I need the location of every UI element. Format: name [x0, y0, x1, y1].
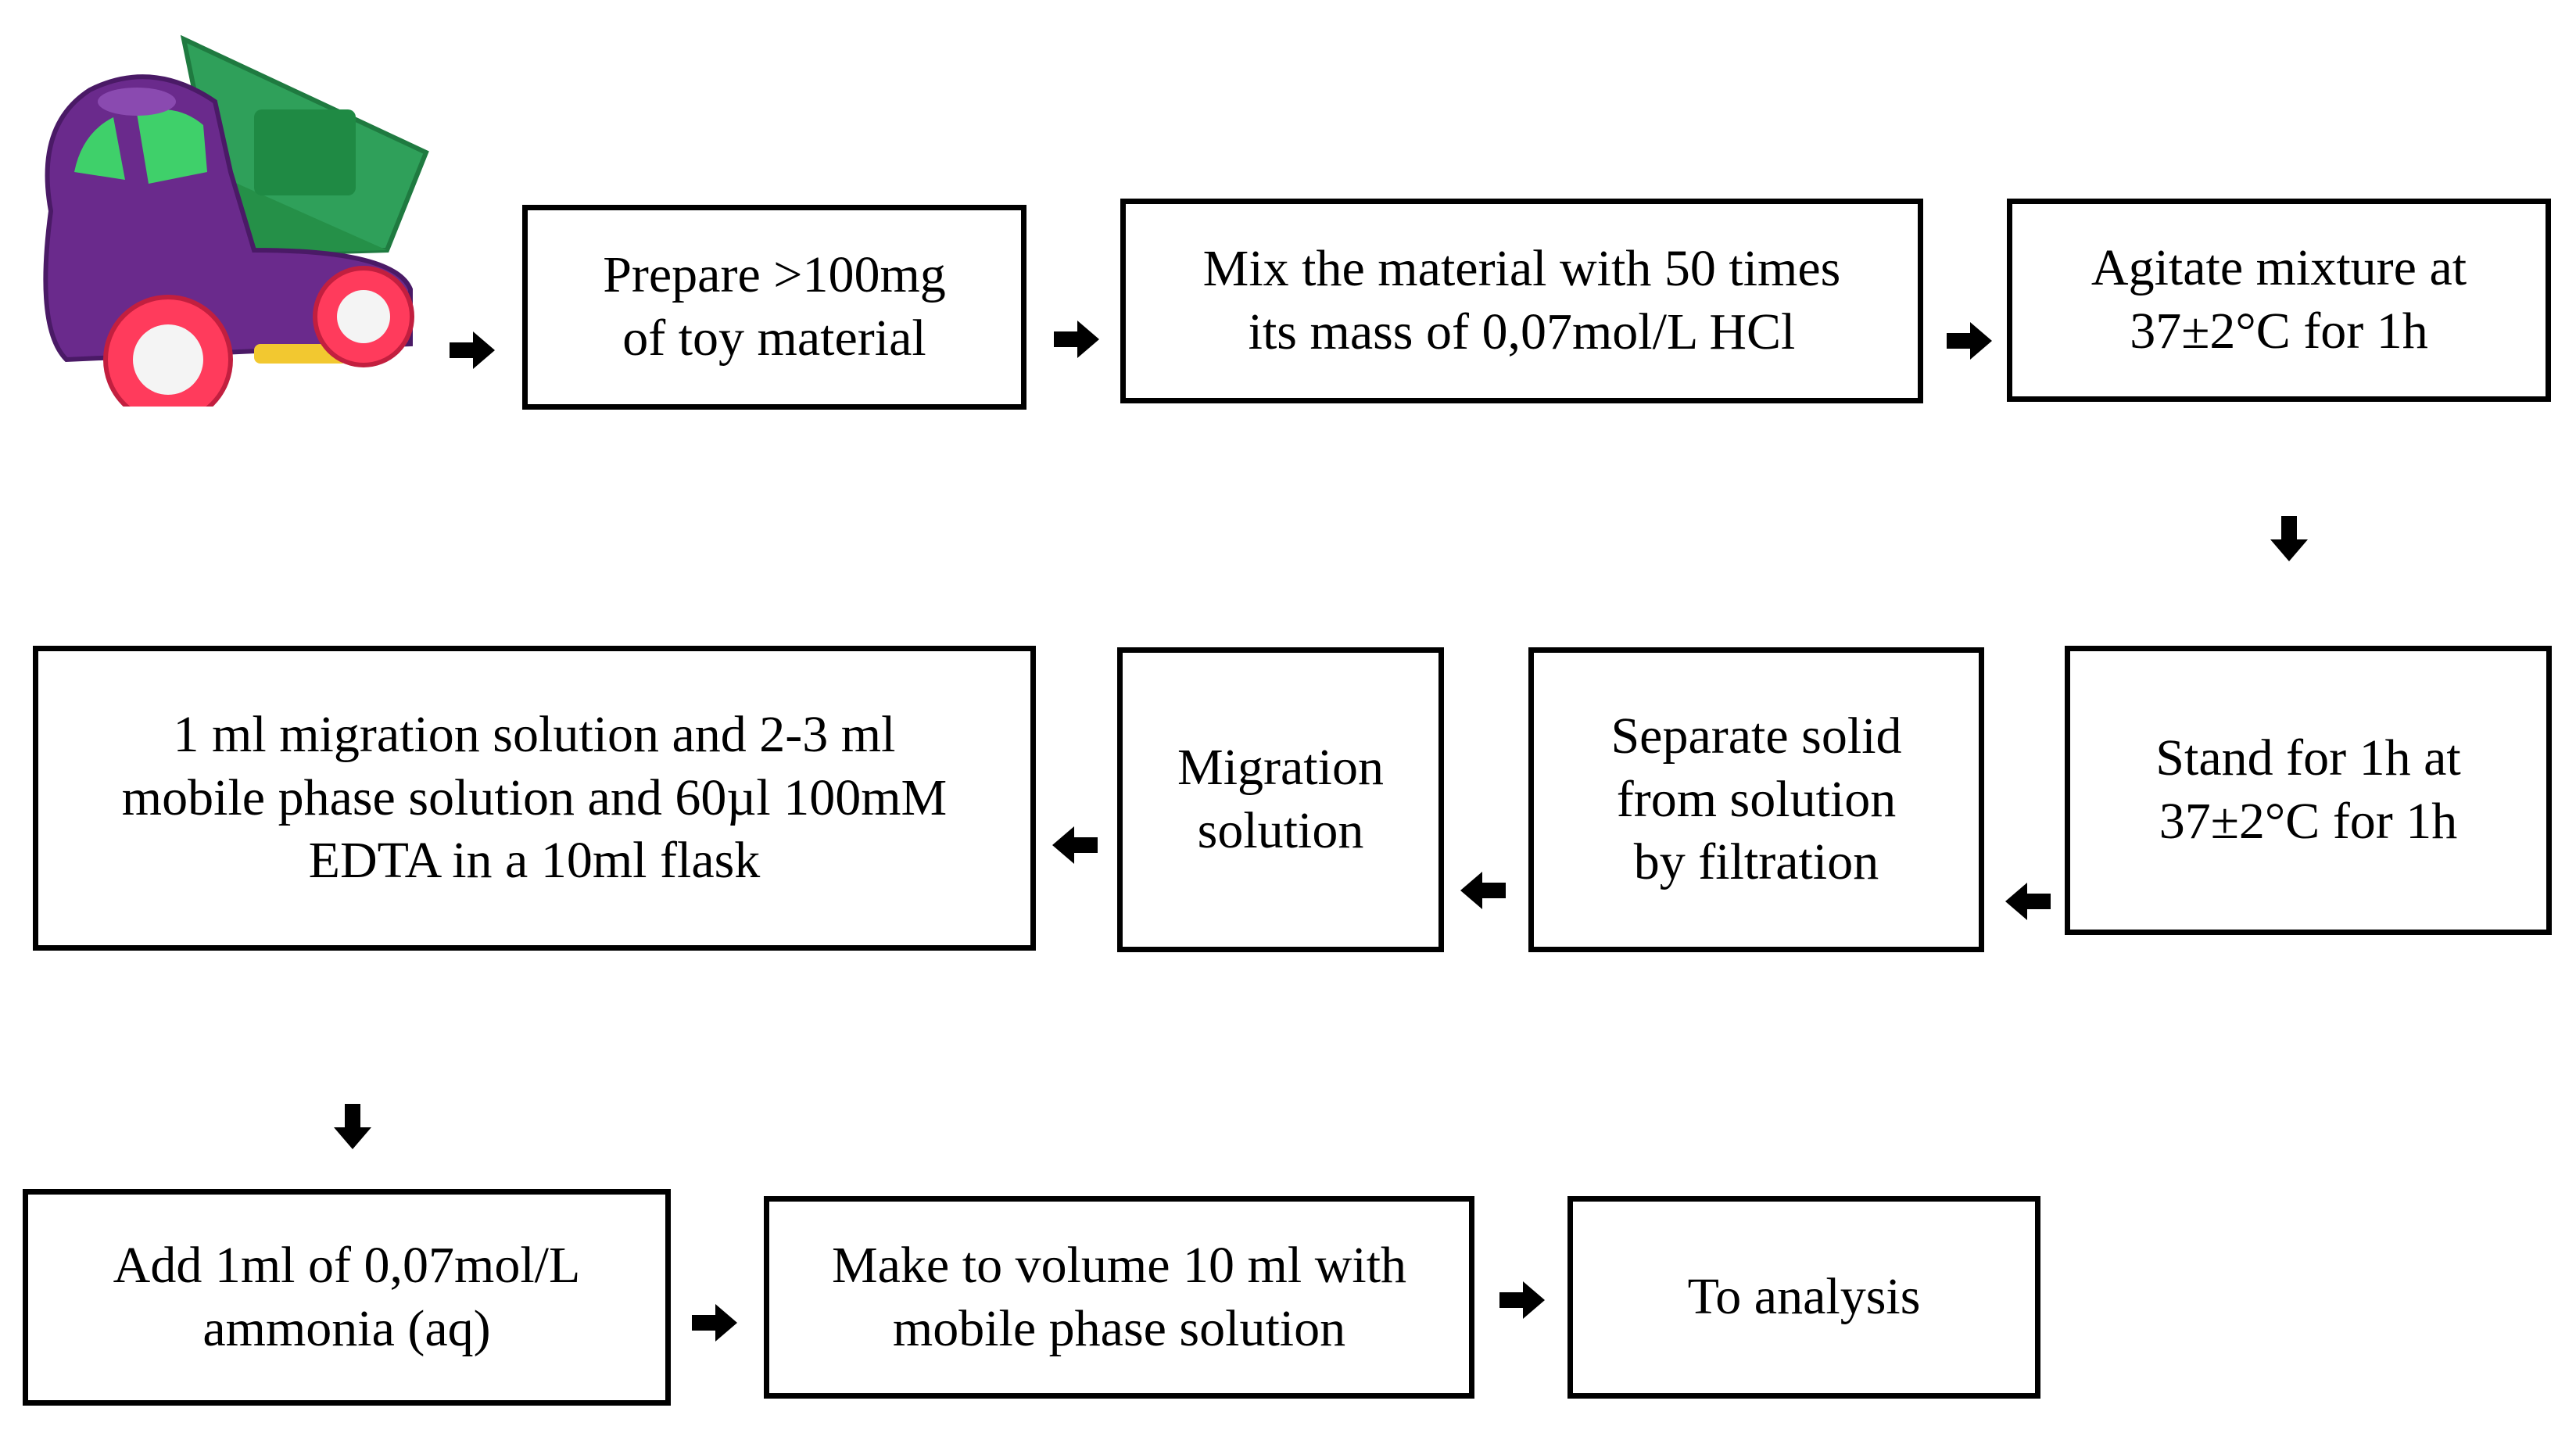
step-text: Add 1ml of 0,07mol/L ammonia (aq) — [113, 1236, 581, 1357]
step-agitate-mixture: Agitate mixture at 37±2°C for 1h — [2007, 199, 2551, 402]
step-text: Prepare >100mg of toy material — [603, 246, 946, 367]
step-to-analysis: To analysis — [1567, 1196, 2040, 1399]
step-migration-solution: Migration solution — [1117, 647, 1444, 952]
step-add-ammonia: Add 1ml of 0,07mol/L ammonia (aq) — [23, 1189, 671, 1406]
step-text: Migration solution — [1177, 739, 1384, 859]
step-text: Agitate mixture at 37±2°C for 1h — [2091, 239, 2467, 360]
step-separate-by-filtration: Separate solid from solution by filtrati… — [1528, 647, 1984, 952]
arrow-down-icon — [334, 1104, 371, 1149]
step-stand: Stand for 1h at 37±2°C for 1h — [2065, 646, 2552, 935]
step-text: Make to volume 10 ml with mobile phase s… — [831, 1236, 1407, 1357]
step-text: Mix the material with 50 times its mass … — [1202, 240, 1841, 360]
arrow-right-icon — [1947, 322, 1992, 360]
arrow-right-icon — [450, 331, 495, 369]
arrow-right-icon — [1499, 1281, 1545, 1319]
step-text: 1 ml migration solution and 2-3 ml mobil… — [121, 706, 948, 890]
step-text: To analysis — [1687, 1268, 1921, 1326]
step-mix-with-hcl: Mix the material with 50 times its mass … — [1120, 199, 1923, 403]
arrow-left-icon — [1052, 826, 1098, 864]
step-prepare-toy-material: Prepare >100mg of toy material — [522, 205, 1026, 410]
arrow-right-icon — [1054, 321, 1099, 358]
arrow-left-icon — [2005, 883, 2051, 920]
step-make-to-volume: Make to volume 10 ml with mobile phase s… — [764, 1196, 1474, 1399]
step-text: Stand for 1h at 37±2°C for 1h — [2155, 729, 2461, 850]
arrow-left-icon — [1460, 872, 1506, 909]
arrow-right-icon — [692, 1304, 737, 1342]
step-prepare-flask: 1 ml migration solution and 2-3 ml mobil… — [33, 646, 1036, 951]
step-text: Separate solid from solution by filtrati… — [1610, 708, 1902, 891]
arrow-down-icon — [2270, 516, 2308, 561]
toy-truck-image — [43, 34, 429, 407]
